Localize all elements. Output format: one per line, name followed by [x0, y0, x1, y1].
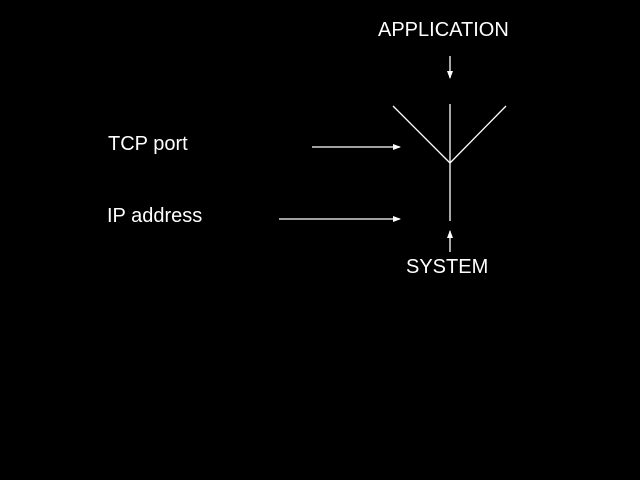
tcp-port-label: TCP port — [108, 133, 188, 155]
application-label: APPLICATION — [378, 19, 509, 41]
system-label: SYSTEM — [406, 256, 489, 278]
y-right-branch — [449, 105, 507, 164]
y-left-branch — [392, 105, 451, 164]
ip-address-label: IP address — [107, 205, 203, 227]
